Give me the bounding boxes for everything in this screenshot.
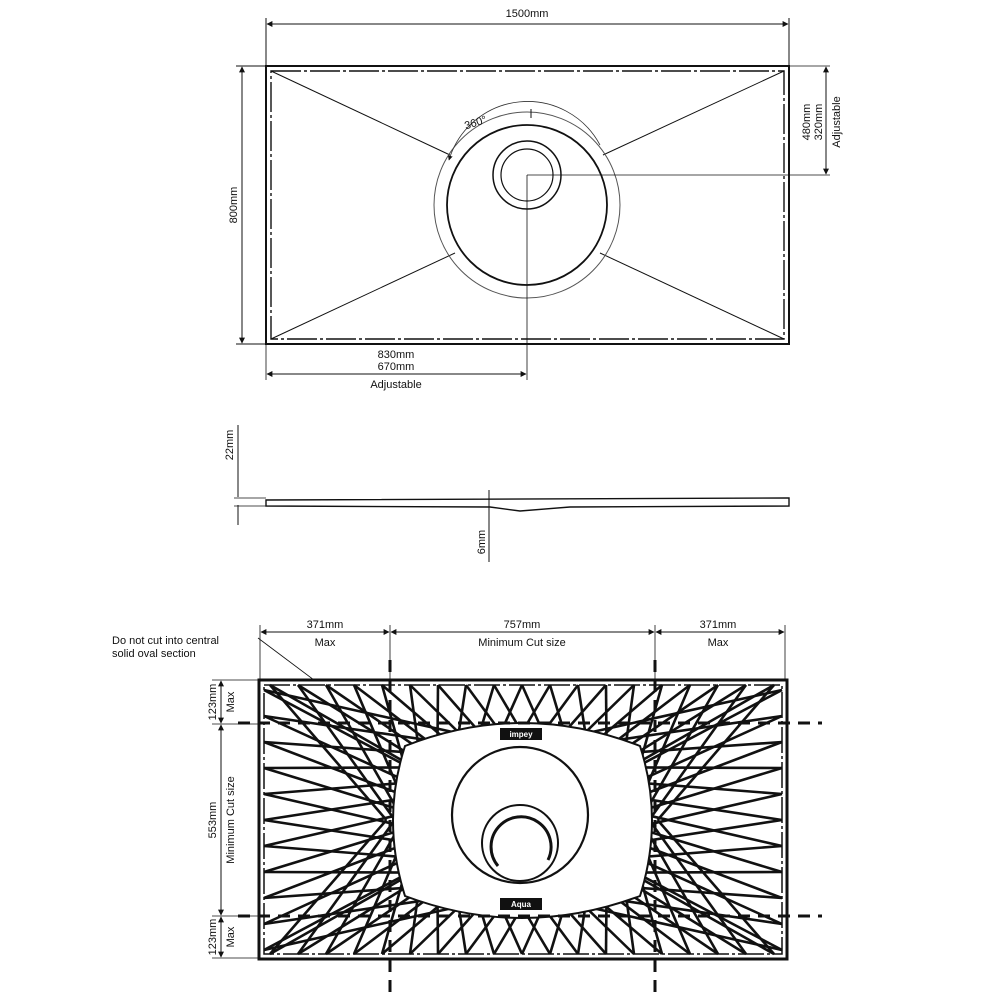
brand-badge-bottom (500, 898, 542, 910)
rotation-label: 360° (463, 114, 488, 132)
left-width-sub: Max (315, 637, 336, 649)
bottom-offset-max: 830mm (378, 349, 415, 361)
center-width-label: 757mm (504, 619, 541, 631)
top-height-label: 123mm (207, 684, 219, 721)
note-line-2: solid oval section (112, 648, 196, 660)
middle-height-label: 553mm (207, 802, 219, 839)
center-width-sub: Minimum Cut size (478, 637, 565, 649)
recess-label: 6mm (476, 530, 488, 554)
fall-line-top-left (270, 70, 451, 156)
rotation-arc (447, 101, 601, 161)
waste-outer (481, 804, 559, 882)
side-adjustable-label: Adjustable (831, 96, 843, 147)
side-view: 22mm 6mm (224, 425, 790, 562)
bottom-offset-min: 670mm (378, 361, 415, 373)
note-line-1: Do not cut into central (112, 635, 219, 647)
rib (648, 819, 748, 955)
rib (639, 684, 720, 821)
bottom-height-label: 123mm (207, 919, 219, 956)
brand-bottom: Aqua (511, 900, 532, 909)
width-label: 1500mm (506, 8, 549, 20)
brand-top: impey (509, 730, 533, 739)
height-label: 800mm (228, 187, 240, 224)
top-height-sub: Max (225, 691, 237, 712)
rib (648, 684, 748, 821)
middle-height-sub: Minimum Cut size (225, 776, 237, 863)
side-offset-max: 480mm (801, 104, 813, 141)
left-width-label: 371mm (307, 619, 344, 631)
fall-line-top-right (602, 70, 785, 156)
top-view: 1500mm 800mm 360° 480mm 320mm Adjustable (228, 8, 843, 391)
cut-view: Do not cut into central solid oval secti… (112, 619, 822, 995)
tray-profile (265, 497, 790, 512)
bottom-height-sub: Max (225, 926, 237, 947)
rib (296, 684, 396, 821)
rib (656, 819, 775, 955)
rib (324, 684, 405, 821)
plate-ring (450, 745, 590, 885)
tray-inner-border (270, 70, 785, 340)
brand-badge-top (500, 728, 542, 740)
fall-line-bottom-left (270, 252, 456, 340)
rib (656, 684, 775, 821)
fall-line-bottom-right (599, 252, 785, 340)
waste-inner-arc (489, 815, 553, 867)
rib (269, 684, 388, 821)
tray-outline (265, 65, 790, 345)
right-width-sub: Max (708, 637, 729, 649)
solid-oval-section (392, 722, 653, 919)
bottom-adjustable-label: Adjustable (370, 379, 421, 391)
side-offset-min: 320mm (813, 104, 825, 141)
rib (296, 819, 396, 955)
right-width-label: 371mm (700, 619, 737, 631)
thickness-label: 22mm (224, 430, 236, 461)
rib (269, 819, 388, 955)
